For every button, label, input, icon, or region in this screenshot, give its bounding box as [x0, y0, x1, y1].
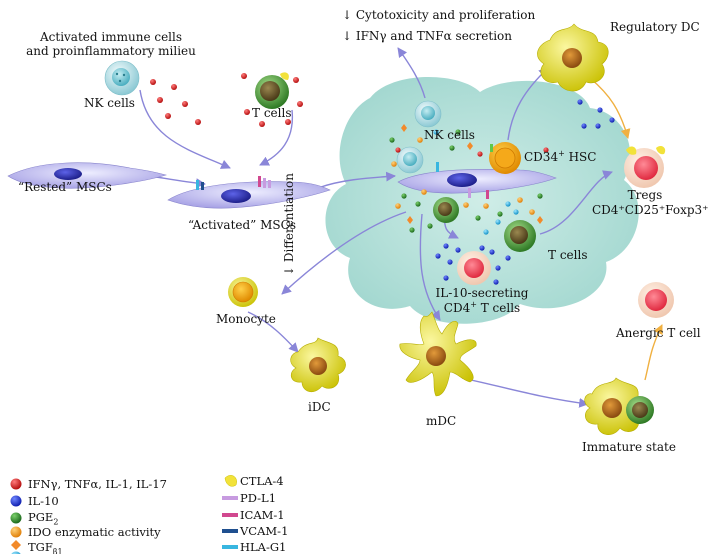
t-cell-center-right	[504, 220, 536, 252]
arrow-tcells-to-activated	[259, 109, 294, 166]
label-activated-immune-line2: and proinflammatory milieu	[26, 44, 196, 58]
label-monocyte: Monocyte	[216, 312, 276, 326]
mdc-cell	[399, 311, 477, 397]
immature-state-cells	[584, 377, 654, 435]
label-idc: iDC	[308, 400, 331, 414]
label-differentiation: ↓ Differentiation	[282, 173, 296, 276]
activated-msc-cell	[167, 176, 331, 209]
treg-cell	[624, 145, 666, 188]
label-mdc: mDC	[426, 414, 457, 428]
microenvironment-cloud	[325, 76, 639, 324]
label-rested-mscs: “Rested” MSCs	[18, 180, 112, 194]
arrow-nk-to-cytotoxicity	[397, 47, 426, 99]
label-activated-immune-line1: Activated immune cells	[39, 30, 183, 44]
t-cell-top	[255, 72, 289, 109]
anergic-t-cell	[638, 282, 674, 318]
nk-cell-center-2	[396, 146, 424, 174]
central-msc-cell	[397, 160, 557, 199]
label-regulatory-dc: Regulatory DC	[610, 20, 700, 34]
arrow-msc-to-mdc	[419, 213, 441, 321]
label-activated-mscs: “Activated” MSCs	[188, 218, 296, 232]
label-cd34-hsc: CD34+ HSC	[524, 149, 597, 165]
label-tregs-markers: CD4⁺CD25⁺Foxp3⁺	[592, 203, 709, 217]
arrow-nk-to-activated	[139, 89, 231, 169]
arrow-monocyte-to-idc	[247, 311, 299, 353]
label-ifn-secretion: ↓ IFNγ and TNFα secretion	[342, 29, 512, 43]
arrow-immature-to-anergic	[644, 324, 663, 381]
arrow-regulatory-dc-to-tregs	[589, 77, 631, 139]
label-il10-secreting-line1: IL-10-secreting	[435, 286, 529, 300]
label-cytotoxicity: ↓ Cytotoxicity and proliferation	[342, 8, 536, 22]
label-anergic-t-cell: Anergic T cell	[616, 326, 701, 340]
label-t-cells-center: T cells	[548, 248, 588, 262]
legend-left-swatches	[10, 478, 22, 554]
label-immature-state: Immature state	[582, 440, 676, 454]
label-nk-cells-left: NK cells	[84, 96, 135, 110]
monocyte-cell	[228, 277, 258, 307]
regulatory-dc-cell	[537, 23, 609, 92]
label-nk-cells-center: NK cells	[424, 128, 475, 142]
label-il10-secreting-line2: CD4+ T cells	[443, 300, 521, 316]
nk-cell-center	[414, 100, 442, 128]
nk-cell-left	[104, 60, 140, 96]
label-tregs: Tregs	[627, 188, 663, 202]
cd34-hsc-cell	[489, 142, 521, 174]
il10-secreting-t-cell	[457, 251, 491, 285]
legend-right-swatches	[222, 475, 238, 549]
arrow-msc-to-monocyte	[281, 211, 407, 295]
arrow-mdc-to-immature	[461, 377, 589, 408]
arrow-activated-to-cloud	[317, 171, 396, 189]
t-cell-center-upper	[433, 197, 459, 223]
arrow-tcell-to-tregs	[539, 170, 613, 235]
rested-msc-cell	[7, 162, 168, 189]
label-t-cells-top: T cells	[252, 106, 292, 120]
idc-cell	[290, 337, 346, 393]
